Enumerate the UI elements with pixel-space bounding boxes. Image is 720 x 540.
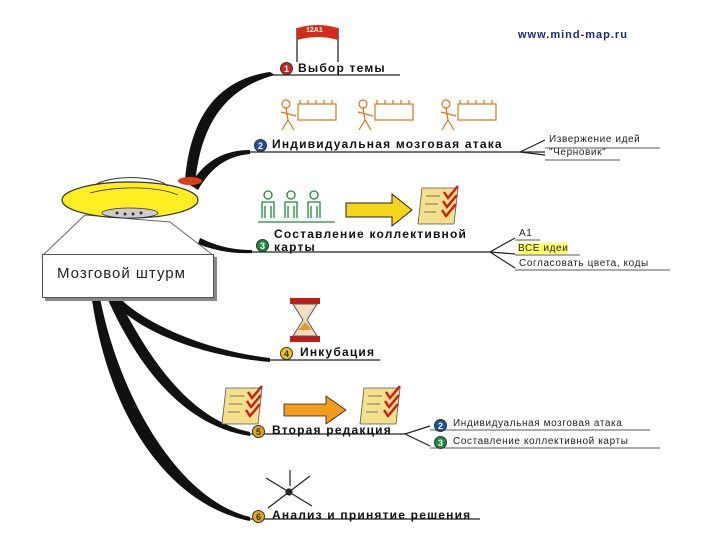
flag-icon <box>296 25 339 62</box>
branch-line-5 <box>108 298 250 436</box>
branch-note: "Черновик" <box>549 147 607 158</box>
branch-line-2 <box>190 150 250 190</box>
branch-line-3 <box>198 238 252 254</box>
branch-number-badge: 2 <box>254 139 267 152</box>
note-connector-3 <box>489 237 516 269</box>
branch-number-badge: 6 <box>252 510 265 523</box>
subitem-number-badge: 3 <box>434 436 447 449</box>
branch-topic-3-line2[interactable]: карты <box>274 240 316 254</box>
saucer-icon <box>40 177 216 257</box>
branch-note-highlighted: ВСЕ идеи <box>518 243 569 254</box>
branch-topic-6[interactable]: Анализ и принятие решения <box>272 508 472 522</box>
branch-line-6 <box>92 298 250 521</box>
branch-topic-5[interactable]: Вторая редакция <box>272 423 392 437</box>
branch-line-4 <box>112 298 270 362</box>
branch-topic-1[interactable]: Выбор темы <box>298 61 386 75</box>
checklist-icon <box>417 185 459 225</box>
branch-number-badge: 5 <box>252 425 265 438</box>
branch-topic-2[interactable]: Индивидуальная мозговая атака <box>272 137 503 151</box>
group-people-icon <box>258 190 335 223</box>
subitem-label: Составление коллективной карты <box>453 436 629 447</box>
branch-topic-3-line1[interactable]: Составление коллективной <box>274 227 468 241</box>
subitem-connector-5 <box>404 425 431 447</box>
hourglass-icon <box>290 298 320 342</box>
branch-number-badge: 4 <box>280 347 293 360</box>
compass-icon <box>265 470 313 509</box>
note-connector-2 <box>519 139 546 156</box>
branch-note: Извержение идей <box>549 134 641 145</box>
branch-topic-4[interactable]: Инкубация <box>300 345 376 359</box>
people-at-desks-icon <box>280 99 497 131</box>
orange-arrow-icon <box>283 395 347 425</box>
branch-note: А1 <box>519 228 533 239</box>
branch-number-badge: 1 <box>280 62 293 75</box>
subitem-number-badge: 2 <box>434 419 447 432</box>
checklist-icon <box>359 385 401 425</box>
branch-note: Согласовать цвета, коды <box>519 258 649 269</box>
central-topic[interactable]: Мозговой штурм <box>42 254 214 298</box>
subitem-label: Индивидуальная мозговая атака <box>453 418 623 429</box>
branch-line-1 <box>185 72 275 185</box>
yellow-arrow-icon <box>345 192 413 228</box>
flag-label: 12А1 <box>306 27 323 34</box>
central-topic-label: Мозговой штурм <box>57 265 186 282</box>
checklist-icon <box>221 385 263 425</box>
site-url: www.mind-map.ru <box>518 29 628 41</box>
branch-number-badge: 3 <box>256 239 269 252</box>
